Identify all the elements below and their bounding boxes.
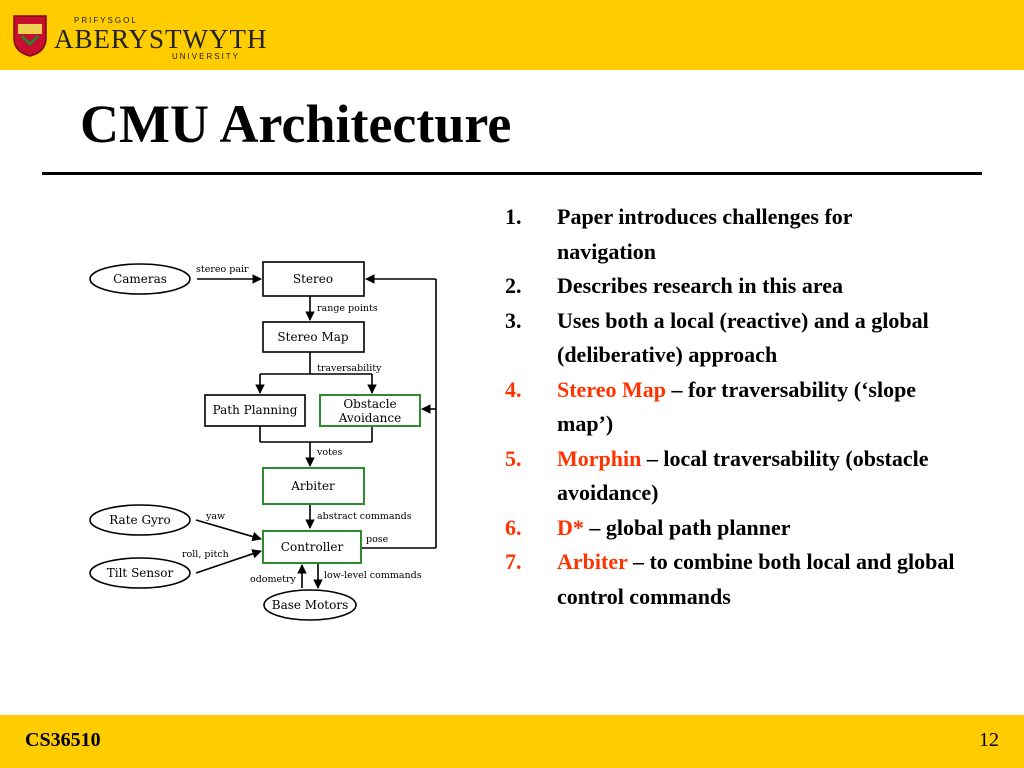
list-number: 6. [505,514,522,540]
edge-label-yaw: yaw [205,511,225,522]
tilt-sensor-label: Tilt Sensor [107,566,174,580]
list-item: 2. Describes research in this area [505,269,955,304]
list-number: 3. [505,307,522,333]
list-highlight: D* [557,514,584,540]
list-item: 7. Arbiter – to combine both local and gl… [505,545,955,614]
stereo-map-label: Stereo Map [277,330,348,344]
title-divider [42,172,982,175]
cameras-node [89,263,191,295]
list-number: 2. [505,273,522,298]
list-text: Uses both a local (reactive) and a globa… [557,307,929,368]
stereo-map-node [262,321,365,353]
path-planning-node [204,394,306,427]
list-number: 4. [505,376,522,402]
arbiter-label: Arbiter [290,479,335,493]
list-text: Describes research in this area [557,273,843,298]
course-code: CS36510 [25,729,101,751]
list-highlight: Arbiter [557,549,628,574]
obstacle-label: Obstacle [343,397,396,411]
stereo-node [262,261,365,297]
rate-gyro-label: Rate Gyro [109,513,171,527]
rate-gyro-node [89,504,191,536]
edge-label-range-points: range points [317,303,378,314]
controller-node [262,530,362,564]
edge-label-traversability: traversability [317,363,382,374]
list-item: 1. Paper introduces challenges for naviga… [505,200,955,269]
edge-label-abstract-commands: abstract commands [317,511,412,522]
cameras-label: Cameras [113,272,167,286]
list-number: 5. [505,445,522,471]
edge-label-odometry: odometry [250,574,297,585]
tilt-sensor-node [89,557,191,589]
logo-main-text: ABERYSTWYTH [54,24,268,54]
obstacle-avoidance-node [319,394,421,427]
header-bar: PRIFYSGOL ABERYSTWYTH UNIVERSITY [0,0,1024,70]
avoidance-label: Avoidance [338,411,401,425]
list-text: Paper introduces challenges for navigati… [557,204,853,264]
list-text: – to combine both local and global contr… [557,549,955,609]
path-planning-label: Path Planning [213,403,298,417]
list-text: – global path planner [583,514,791,540]
arbiter-node [262,467,365,505]
base-motors-node [263,589,357,621]
logo-top-text: PRIFYSGOL [74,16,138,25]
slide-title: CMU Architecture [80,94,512,154]
list-highlight: Stereo Map [557,376,666,402]
list-item: 6. D* – global path planner [505,511,955,546]
base-motors-label: Base Motors [272,598,349,612]
logo-bottom-text: UNIVERSITY [172,52,241,61]
edge-label-votes: votes [316,447,343,458]
edge-label-low-level-commands: low-level commands [324,570,422,581]
crest-icon [13,15,47,57]
list-text: – local traversability (obstacle avoidan… [557,445,929,506]
list-item: 4. Stereo Map – for traversability (‘slop… [505,373,955,442]
list-number: 1. [505,204,522,229]
edge-label-roll-pitch: roll, pitch [182,549,229,560]
bullet-list: 1. Paper introduces challenges for naviga… [505,200,955,614]
controller-label: Controller [281,540,344,554]
university-logo: PRIFYSGOL ABERYSTWYTH UNIVERSITY [12,10,267,62]
edge-label-stereo-pair: stereo pair [196,264,249,275]
architecture-diagram: Cameras Stereo Stereo Map Path Planning … [89,261,437,621]
list-text: – for traversability (‘slope map’) [557,376,917,437]
footer-bar: CS36510 12 [0,715,1024,768]
edge-label-pose: pose [366,534,389,545]
list-number: 7. [505,549,522,574]
list-item: 3. Uses both a local (reactive) and a glo… [505,304,955,373]
list-highlight: Morphin [557,445,642,471]
stereo-label: Stereo [293,272,333,286]
page-number: 12 [979,729,999,751]
list-item: 5. Morphin – local traversability (obstac… [505,442,955,511]
